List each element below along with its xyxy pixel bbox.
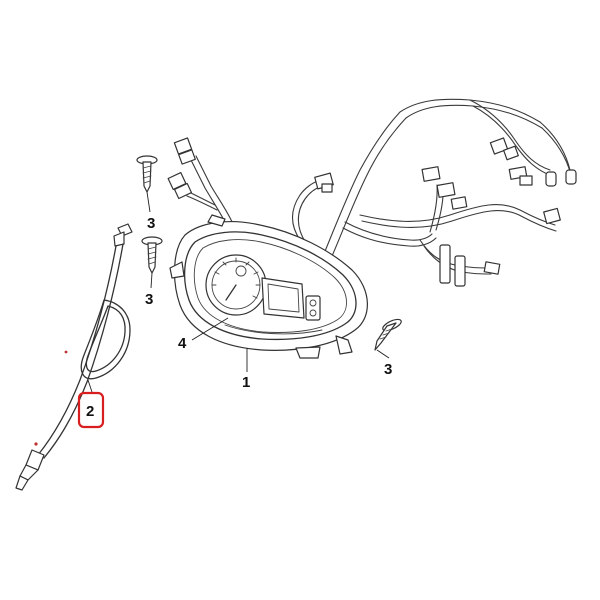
screw-right [374,318,402,351]
harness-connectors [167,137,577,287]
label-screw-top: 3 [147,215,155,232]
connector-mid-top [314,172,334,193]
speedometer-cable [15,223,133,491]
connector-center [421,166,468,210]
connector-right-lower [439,207,561,287]
highlight-box [77,391,105,429]
label-screw-right: 3 [384,361,392,378]
screw-mid [141,236,163,274]
part-labels: 3 3 3 4 1 2 [77,215,392,429]
wiring-harness [184,98,572,275]
instrument-cluster [169,214,368,359]
connector-top-left [167,137,196,200]
label-speedometer-cable[interactable]: 2 [86,403,94,420]
label-gauge-face: 4 [178,335,187,352]
leader-lines [87,191,390,393]
dial-ticks [211,257,261,299]
screw-top [136,155,158,193]
label-screw-mid: 3 [145,291,153,308]
connector-right-upper [489,137,577,187]
label-instrument-cluster: 1 [242,374,250,391]
